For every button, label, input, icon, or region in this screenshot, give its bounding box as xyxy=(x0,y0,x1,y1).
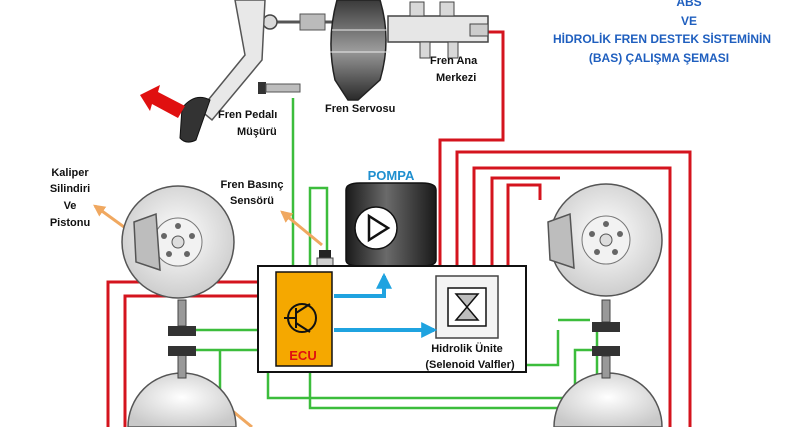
title-line-2: VE xyxy=(681,14,697,28)
hydraulic-unit-label-1: Hidrolik Ünite xyxy=(431,342,503,355)
flow-arrows xyxy=(334,272,438,338)
wheel-rear-right xyxy=(553,372,663,427)
caliper-label-2: Silindiri xyxy=(50,183,90,195)
title-line-1: ABS xyxy=(676,0,701,9)
brake-servo-label: Fren Servosu xyxy=(325,103,395,115)
pressure-sensor-label-2: Sensörü xyxy=(230,195,274,207)
hourglass-icon xyxy=(454,293,480,321)
caliper-label-4: Pistonu xyxy=(50,217,90,229)
wheel-sensors xyxy=(168,299,620,379)
caliper-label-3: Ve xyxy=(64,200,77,212)
pump-flow-arrow xyxy=(334,272,392,298)
pump xyxy=(345,182,437,267)
hydraulic-unit-label-2: (Selenoid Valfler) xyxy=(425,359,515,371)
wheel-front-right xyxy=(547,183,663,297)
master-cylinder-label-2: Merkezi xyxy=(436,72,476,84)
title-line-3: HİDROLİK FREN DESTEK SİSTEMİNİN xyxy=(553,31,771,46)
brake-pedal xyxy=(140,0,266,143)
wheel-front-left xyxy=(121,185,235,299)
pedal-switch-label-2: Müşürü xyxy=(237,126,277,138)
brake-servo xyxy=(262,0,390,101)
play-triangle-icon xyxy=(367,213,391,243)
pump-label: POMPA xyxy=(368,168,415,183)
title-line-4: (BAS) ÇALIŞMA ŞEMASI xyxy=(589,51,729,65)
pedal-switch-label-1: Fren Pedalı xyxy=(218,109,277,121)
ecu: ECU xyxy=(275,271,333,367)
diagram-title: ABS VE HİDROLİK FREN DESTEK SİSTEMİNİN (… xyxy=(553,0,771,65)
pressure-sensor-pointer-arrow xyxy=(280,210,323,247)
ecu-label: ECU xyxy=(289,348,316,363)
pressure-sensor-label-1: Fren Basınç xyxy=(221,179,284,191)
pedal-switch xyxy=(258,82,301,94)
master-cylinder-label-1: Fren Ana xyxy=(430,55,478,67)
master-cylinder xyxy=(387,1,489,59)
transistor-icon xyxy=(284,303,317,333)
pedal-press-arrow xyxy=(140,85,185,118)
caliper-label-1: Kaliper xyxy=(51,167,89,179)
pressure-sensor xyxy=(316,250,334,267)
